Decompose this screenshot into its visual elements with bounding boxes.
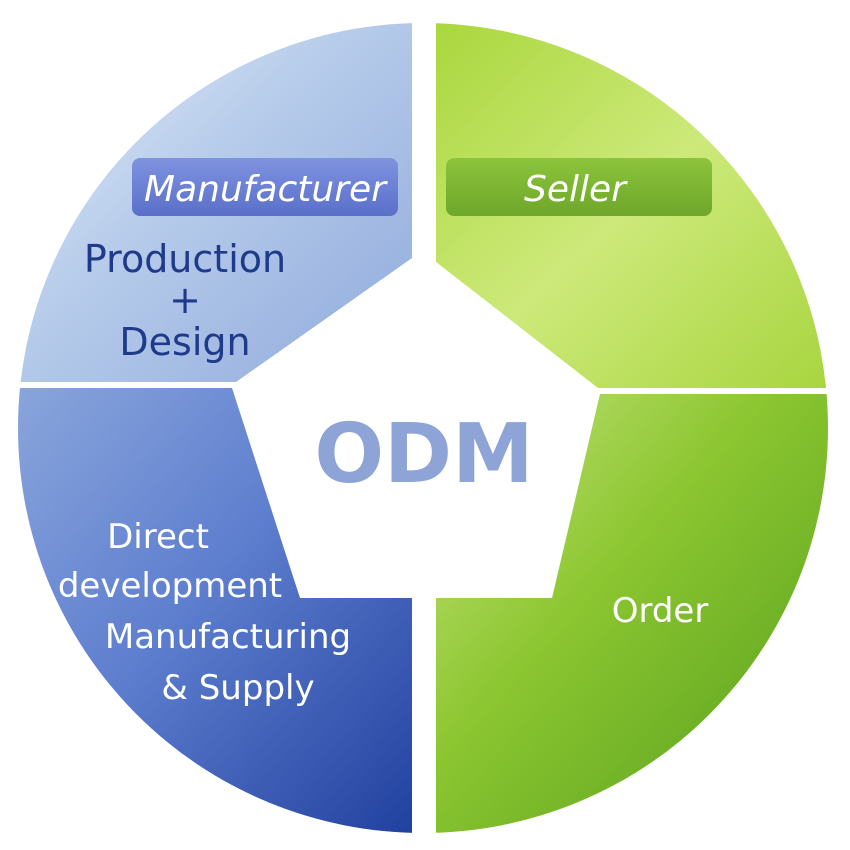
direct-line-1: Direct — [107, 517, 209, 557]
manufacturer-line-3: Design — [119, 320, 250, 364]
order-label: Order — [612, 591, 709, 631]
seller-badge-label: Seller — [524, 169, 628, 210]
direct-line-4: & Supply — [161, 668, 314, 708]
manufacturer-badge — [132, 158, 398, 216]
center-label: ODM — [314, 407, 533, 502]
direct-line-3: Manufacturing — [105, 617, 351, 657]
center-pentagon — [240, 268, 600, 594]
seller-badge — [446, 158, 712, 216]
direct-line-2: development — [58, 566, 282, 606]
manufacturer-badge-label: Manufacturer — [144, 169, 388, 210]
manufacturer-line-2: + — [169, 278, 201, 322]
manufacturer-line-1: Production — [84, 237, 286, 281]
